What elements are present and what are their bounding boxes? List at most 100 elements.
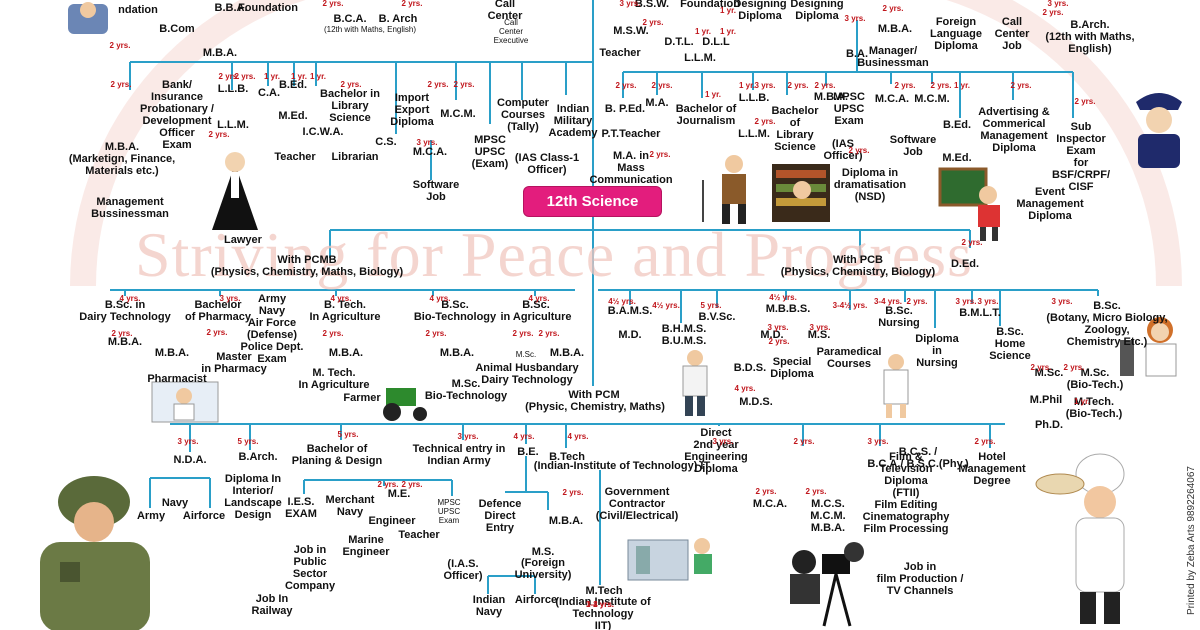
duration-label: 2 yrs.: [961, 238, 983, 247]
duration-label: 3 yrs.: [619, 0, 641, 8]
career-node: M.B.A.: [548, 515, 584, 527]
career-node: B.Sc.Bio-Technology: [413, 299, 497, 323]
chef-illustration: [1035, 453, 1125, 624]
duration-label: 1 yr.: [704, 90, 722, 99]
duration-label: 2 yrs.: [615, 81, 637, 90]
duration-label: 3 yrs.: [416, 138, 438, 147]
career-node: B.S.W.: [634, 0, 670, 10]
career-node: B.Com: [159, 23, 195, 35]
career-node: L.L.M.: [684, 52, 716, 64]
duration-label: 3 yrs.: [712, 437, 734, 446]
duration-label: 2 yrs.: [642, 18, 664, 27]
career-node: M.B.A.: [328, 347, 364, 359]
duration-label: 1 yr.: [1073, 397, 1091, 406]
career-node: M.Ed.: [942, 152, 972, 164]
duration-label: 2 yrs.: [206, 328, 228, 337]
duration-label: 3 yrs.: [867, 437, 889, 446]
career-node: M. Tech.In Agriculture: [298, 367, 370, 391]
career-node: M.Sc.(Bio-Tech.): [1066, 367, 1124, 391]
duration-label: 2 yrs.: [848, 146, 870, 155]
career-node: L.L.B.: [217, 83, 249, 95]
career-node: B.V.Sc.: [698, 311, 736, 323]
duration-label: 2 yrs.: [814, 81, 836, 90]
duration-label: 2 yrs.: [401, 480, 423, 489]
career-node: M.D.: [618, 329, 642, 341]
career-node: B. Arch: [378, 13, 418, 25]
duration-label: 2 yrs.: [322, 329, 344, 338]
career-node: Engineer: [368, 515, 416, 527]
duration-label: 1 yr.: [719, 6, 737, 15]
duration-label: 4 yrs.: [429, 294, 451, 303]
career-node: Teacher: [398, 529, 440, 541]
career-node: B.C.S. /B.C.A./ B.S.C.(Phy.): [867, 446, 969, 470]
root-node-12th-science: 12th Science: [524, 187, 661, 216]
career-node: D.T.L.: [664, 36, 694, 48]
duration-label: 4 yrs.: [330, 294, 352, 303]
duration-label: 2 yrs.: [1030, 363, 1052, 372]
career-node: M.B.A.: [154, 347, 190, 359]
career-node: M.Tech: [585, 585, 623, 597]
career-node: D.Ed.: [950, 258, 980, 270]
career-node: M.C.M.: [440, 108, 476, 120]
duration-label: 2 yrs.: [1010, 81, 1032, 90]
duration-label: 2 yrs.: [1074, 97, 1096, 106]
career-node: M.B.A.: [813, 91, 849, 103]
career-node: M.Sc.: [1034, 367, 1064, 379]
duration-label: 3-4 yrs.: [873, 297, 903, 306]
career-node: C.S.: [375, 136, 397, 148]
career-node: B.E.: [517, 446, 539, 458]
library-illustration: [772, 164, 830, 222]
teacher-illustration: [938, 167, 1000, 241]
career-node: Airforce: [514, 594, 558, 606]
duration-label: 2 yrs.: [110, 80, 132, 89]
career-node: L.L.M.: [217, 119, 249, 131]
duration-label: 2 yrs.: [453, 80, 475, 89]
career-node: M.B.A.: [549, 347, 585, 359]
career-node: With PCB(Physics, Chemistry, Biology): [780, 254, 936, 278]
duration-label: 3 yrs.: [1051, 297, 1073, 306]
duration-label: 2 yrs.: [512, 329, 534, 338]
career-node: B.Sc.(Botany, Micro Biology,Zoology,Chem…: [1046, 300, 1168, 348]
printer-credit: Printed by Zeba Arts 9892264067: [1186, 466, 1197, 615]
career-node: M.Ed.: [278, 110, 308, 122]
career-node: B.Arch.: [238, 451, 278, 463]
duration-label: 2 yrs.: [974, 437, 996, 446]
career-node: B.A.: [846, 48, 868, 60]
career-node: M.B.A.: [202, 47, 238, 59]
career-node: M.C.A.: [874, 93, 910, 105]
duration-label: 2 yrs.: [109, 41, 131, 50]
duration-label: 2 yrs.: [401, 0, 423, 8]
duration-label: 4½ yrs.: [652, 301, 680, 310]
duration-label: 2 yrs.: [754, 117, 776, 126]
duration-label: 2 yrs.: [793, 437, 815, 446]
career-node: Lawyer: [224, 234, 262, 246]
career-node: B.Ed.: [278, 79, 308, 91]
career-node: With PCM: [568, 389, 620, 401]
duration-label: 1 yr.: [263, 72, 281, 81]
duration-label: 4 yrs.: [513, 432, 535, 441]
duration-label: 3 yrs.: [977, 297, 999, 306]
career-node: M.S.W.: [613, 25, 649, 37]
